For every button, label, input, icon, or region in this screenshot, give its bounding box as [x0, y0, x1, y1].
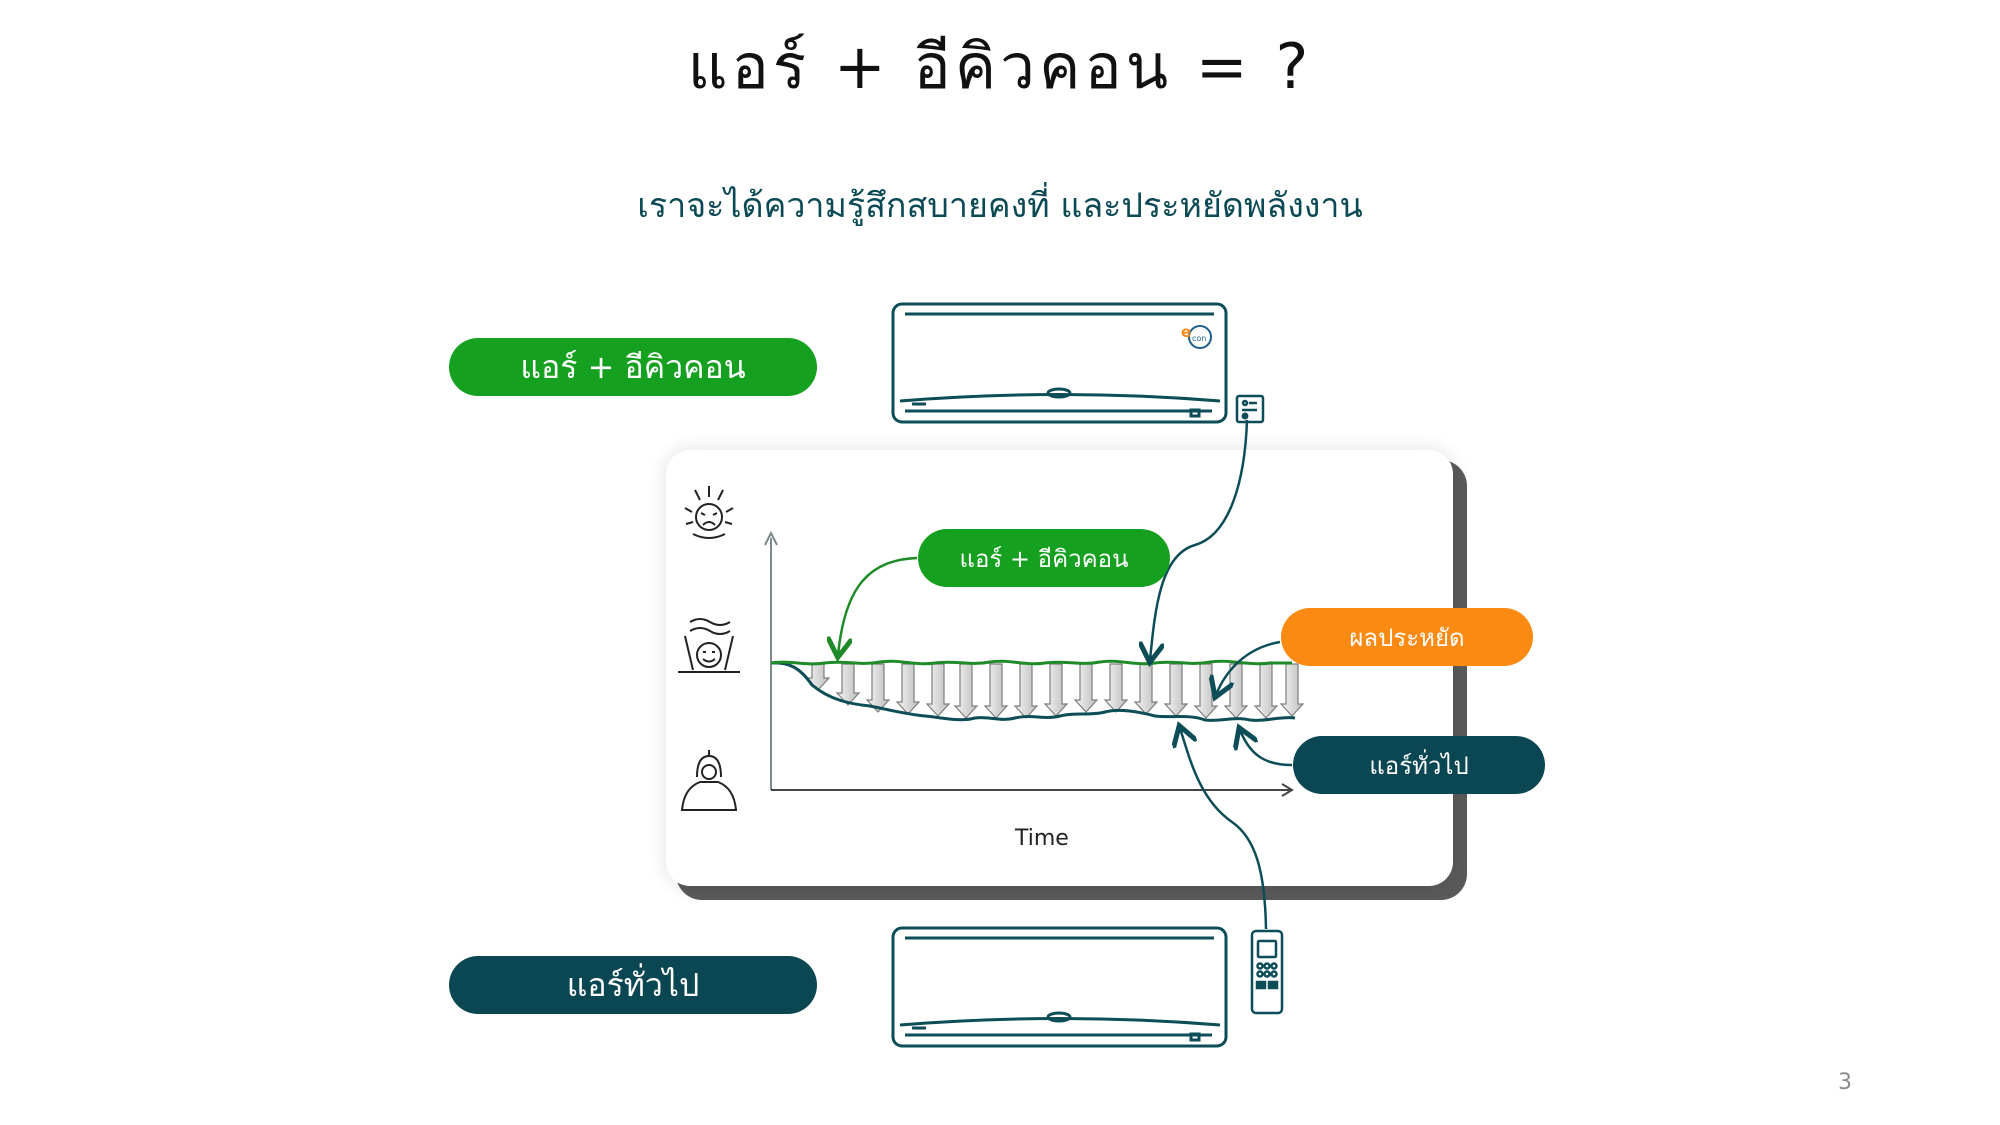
- savings-arrow: [1043, 663, 1069, 717]
- savings-arrow: [953, 663, 979, 719]
- econ-callout-connector: [838, 556, 918, 655]
- econ-air-conditioner: [891, 302, 1228, 424]
- savings-callout-connector: [1216, 640, 1281, 695]
- savings-arrow: [1013, 663, 1039, 719]
- comfortable-person-icon: [678, 618, 740, 673]
- remote-control-icon: [1250, 929, 1284, 1015]
- normal-callout-connector: [1240, 730, 1293, 767]
- normal-ac-line: [770, 661, 1296, 722]
- savings-badge: ผลประหยัด: [1281, 608, 1533, 666]
- savings-arrow: [1193, 663, 1219, 719]
- hot-person-icon: [684, 486, 734, 539]
- x-axis-label: Time: [1015, 826, 1069, 851]
- savings-arrows: [805, 663, 1305, 719]
- sensor-box-icon: [1235, 394, 1265, 424]
- savings-arrow: [895, 663, 921, 715]
- econ-logo: e con: [1181, 323, 1212, 349]
- svg-text:con: con: [1192, 334, 1206, 343]
- savings-arrow: [983, 663, 1009, 719]
- savings-arrow: [1279, 663, 1305, 717]
- svg-text:e: e: [1181, 323, 1191, 341]
- econ-line: [770, 659, 1292, 666]
- econ-ac-badge: แอร์ + อีคิวคอน: [449, 338, 817, 396]
- page-number: 3: [1838, 1070, 1852, 1095]
- savings-arrow: [1073, 663, 1099, 713]
- savings-arrow: [805, 663, 831, 691]
- savings-arrow: [925, 663, 951, 717]
- savings-arrow: [1253, 663, 1279, 719]
- normal-ac-chart-badge: แอร์ทั่วไป: [1293, 736, 1545, 794]
- savings-arrow: [865, 663, 891, 713]
- savings-arrow: [1163, 663, 1189, 717]
- normal-air-conditioner: [891, 926, 1228, 1048]
- cold-person-icon: [680, 750, 738, 811]
- savings-arrow: [1103, 663, 1129, 713]
- econ-chart-badge: แอร์ + อีคิวคอน: [918, 529, 1170, 587]
- savings-arrow: [1133, 663, 1159, 715]
- savings-arrow: [835, 663, 861, 706]
- slide-subtitle: เราจะได้ความรู้สึกสบายคงที่ และประหยัดพล…: [637, 186, 1363, 226]
- remote-connector: [1180, 728, 1268, 930]
- normal-ac-badge: แอร์ทั่วไป: [449, 956, 817, 1014]
- slide-title: แอร์ + อีคิวคอน = ?: [687, 30, 1313, 103]
- sensor-connector: [1150, 419, 1249, 660]
